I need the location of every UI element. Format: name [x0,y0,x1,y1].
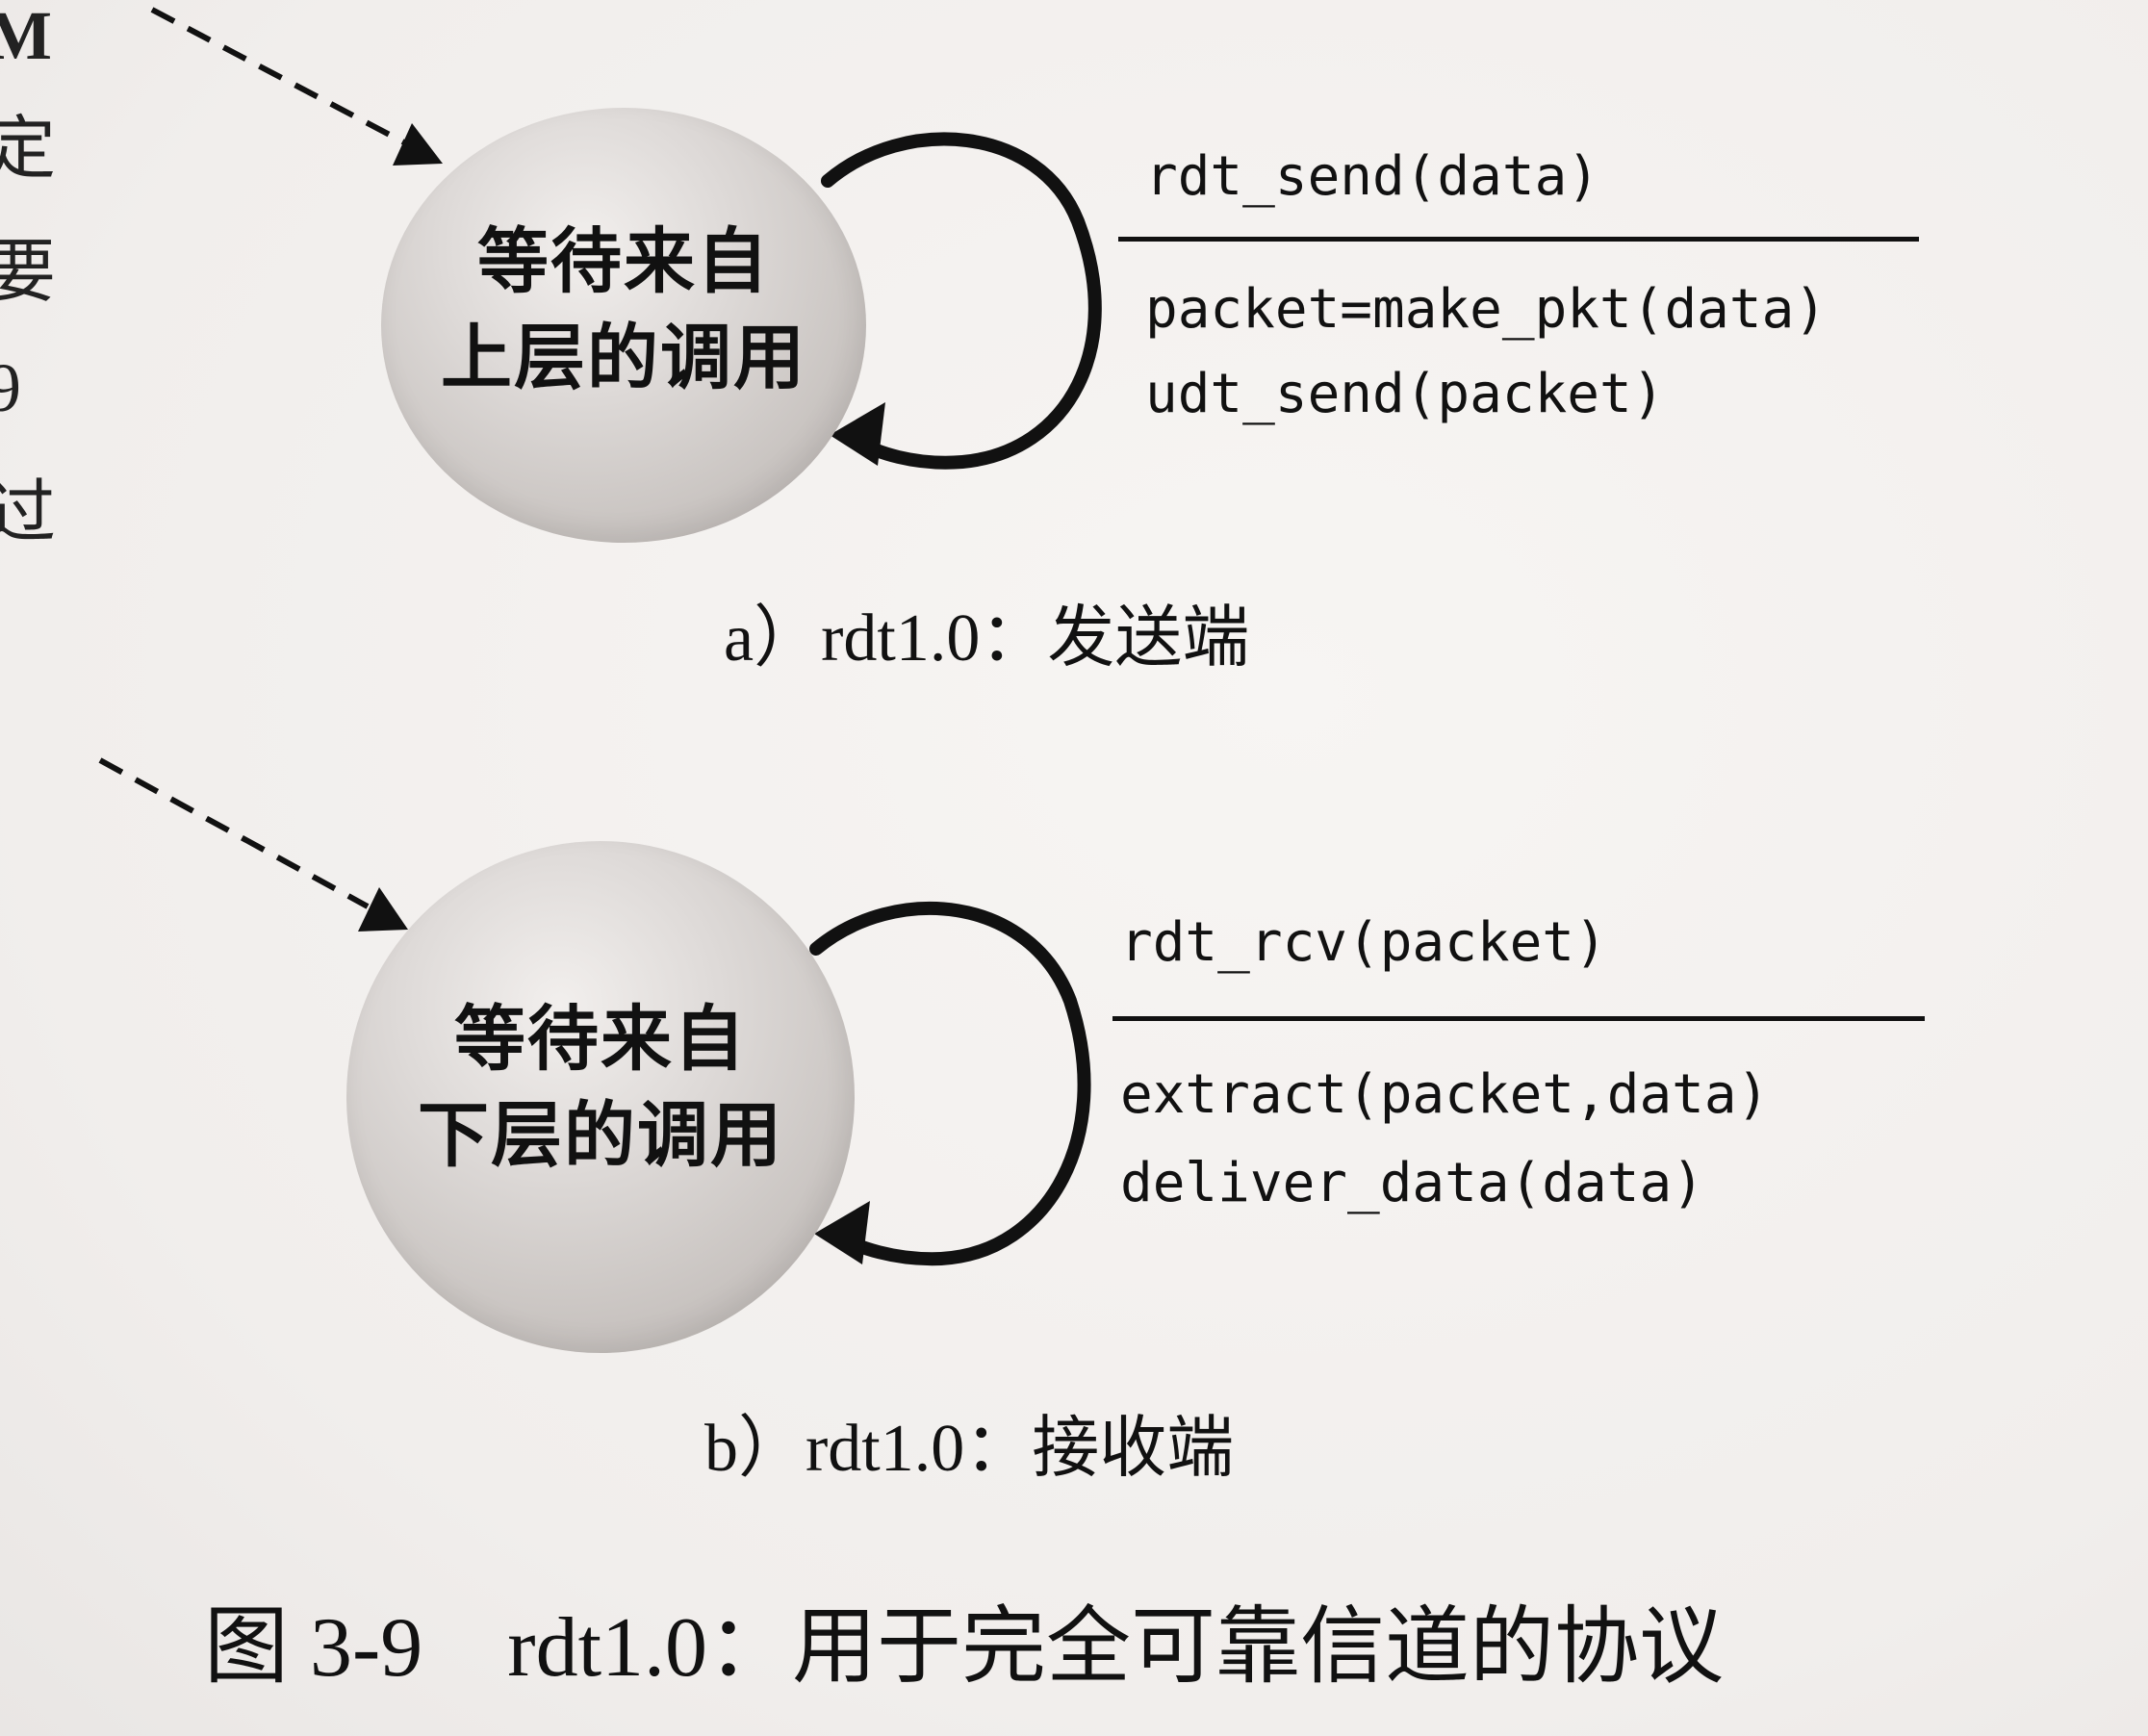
figure-title: 图 3-9 rdt1.0：用于完全可靠信道的协议 [204,1601,1725,1695]
receiver-initial-arrow [98,757,408,932]
edge-char-2: 定 [0,111,57,188]
edge-text-fragment: M 定 要 9 过 [0,0,57,556]
receiver-caption: b）rdt1.0：接收端 [704,1412,1235,1486]
receiver-self-loop [809,901,1091,1266]
sender-caption: a）rdt1.0：发送端 [724,601,1250,676]
receiver-action-1: extract(packet,data) [1120,1063,1770,1126]
sender-state-label-line2: 上层的调用 [441,317,806,399]
receiver-state-label-line1: 等待来自 [454,998,747,1081]
sender-action-2: udt_send(packet) [1145,363,1665,425]
sender-self-loop [821,132,1102,470]
edge-char-1: M [0,0,52,74]
sender-loop-arrowhead [830,402,885,466]
edge-char-3: 要 [0,234,57,311]
edge-char-5: 过 [0,474,57,551]
sender-state-label-line1: 等待来自 [477,220,770,303]
sender-transition-rule [1118,237,1919,242]
sender-state-bubble: 等待来自 上层的调用 [381,108,866,543]
receiver-state-label-line2: 下层的调用 [418,1094,783,1177]
receiver-event-text: rdt_rcv(packet) [1120,911,1607,974]
sender-state-label: 等待来自 上层的调用 [381,214,866,406]
receiver-action-2: deliver_data(data) [1120,1152,1704,1214]
sender-initial-arrow [150,7,443,166]
receiver-state-bubble: 等待来自 下层的调用 [346,841,855,1353]
receiver-state-label: 等待来自 下层的调用 [346,991,855,1184]
receiver-loop-arrowhead [814,1201,870,1264]
sender-action-1: packet=make_pkt(data) [1145,278,1828,341]
edge-char-4: 9 [0,349,21,426]
receiver-transition-rule [1112,1016,1925,1021]
sender-event-text: rdt_send(data) [1145,145,1600,208]
